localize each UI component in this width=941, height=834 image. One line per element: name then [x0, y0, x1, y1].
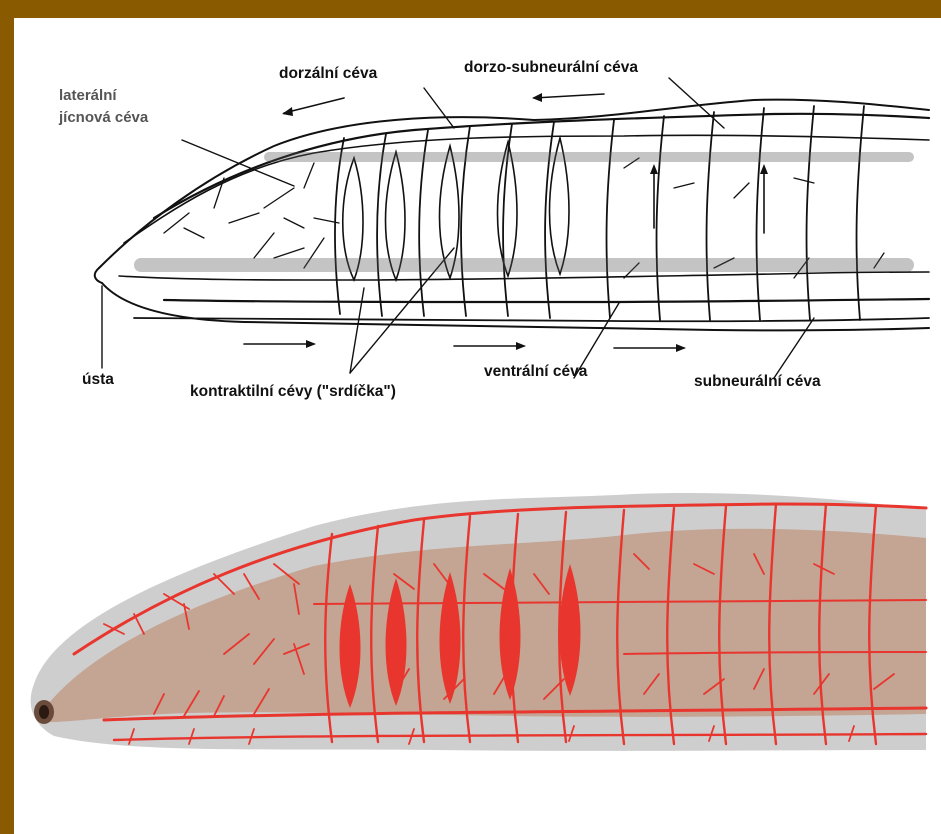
- label-dorso-subneural-vessel: dorzo-subneurální céva: [464, 60, 638, 76]
- label-ventral-vessel: ventrální céva: [484, 364, 587, 380]
- color-illustration-panel: [14, 454, 941, 834]
- label-contractile-vessels: kontraktilní cévy ("srdíčka"): [190, 384, 396, 400]
- worm-outline-dorsal: [99, 100, 929, 268]
- label-subneural-vessel: subneurální céva: [694, 374, 821, 390]
- worm-gut: [40, 529, 926, 722]
- dorsal-vessel: [154, 114, 929, 218]
- label-lateral-line2: jícnová céva: [59, 110, 148, 125]
- label-mouth: ústa: [82, 372, 114, 388]
- line-drawing-panel: dorzální céva dorzo-subneurální céva lat…: [14, 18, 941, 454]
- ventral-vessel: [164, 299, 929, 302]
- earthworm-color-illustration: [14, 454, 941, 834]
- label-lateral-line1: laterální: [59, 88, 117, 103]
- label-dorsal-vessel: dorzální céva: [279, 66, 377, 82]
- worm-outline-ventral: [102, 283, 929, 330]
- worm-snout: [95, 268, 102, 283]
- segment-rings: [335, 106, 864, 320]
